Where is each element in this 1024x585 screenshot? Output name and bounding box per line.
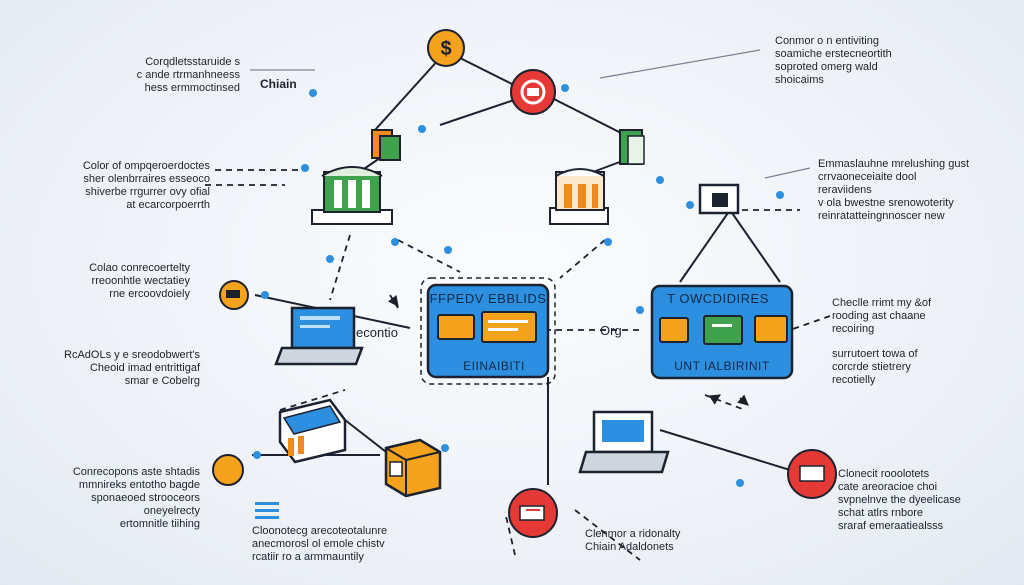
label-bottom-center: Cloonotecg arecoteotalunre anecmorosl ol… bbox=[252, 525, 388, 563]
laptop-left-icon bbox=[274, 306, 364, 366]
box-left-subtitle: EIINAIBITI bbox=[463, 359, 525, 373]
red-gear-icon bbox=[510, 69, 556, 115]
svg-text:$: $ bbox=[440, 38, 451, 60]
label-left-1: Color of ompqeroerdoctes sher olenbrrair… bbox=[82, 160, 210, 211]
label-left-3: RcAdOLs y e sreodobwert's Cheoid imad en… bbox=[64, 349, 200, 387]
label-top-right: Conmor o n entiviting soamiche erstecneo… bbox=[775, 35, 892, 86]
dollar-coin-icon: $ bbox=[427, 29, 465, 67]
arrows bbox=[387, 294, 749, 406]
monitor-icon bbox=[698, 183, 740, 215]
label-bottom-mid: Clenmor a ridonalty Chiain Adaldonets bbox=[585, 528, 681, 553]
laptop-right-icon bbox=[578, 410, 670, 474]
connector-dots bbox=[253, 84, 784, 487]
label-right-1: Emmaslauhne mrelushing gust crrvaoneceia… bbox=[818, 158, 970, 222]
red-card-icon bbox=[787, 449, 837, 499]
label-top-left: Corqdletsstaruide s c ande rtrmanhneess … bbox=[136, 56, 240, 94]
label-left-2: Colao conrecoertelty rreoonhtle wectatie… bbox=[89, 262, 190, 300]
orange-coin-icon bbox=[212, 454, 244, 486]
box-right-subtitle: UNT IALBIRINIT bbox=[674, 359, 770, 373]
red-pen-icon bbox=[508, 488, 558, 538]
cube-package-icon bbox=[384, 438, 442, 498]
box-left: FFPEDV EBBLIDS EIINAIBITI bbox=[420, 277, 556, 385]
label-left-4: Conrecopons aste shtadis mmnireks entoth… bbox=[72, 466, 200, 530]
box-right-title: T OWCDIDIRES bbox=[667, 291, 769, 306]
bank-building-left-icon bbox=[311, 166, 393, 225]
label-right-2: Checlle rrimt my &of rooding ast chaane … bbox=[832, 297, 932, 335]
list-lines-icon bbox=[255, 502, 279, 519]
server-rack-icon bbox=[278, 398, 347, 464]
bank-building-right-icon bbox=[549, 168, 609, 225]
connectors bbox=[250, 49, 811, 485]
center-mid-caption: Org bbox=[600, 323, 622, 338]
chain-label: Chiain bbox=[260, 77, 297, 91]
label-right-3: surrutoert towa of corcrde stietrery rec… bbox=[832, 348, 918, 386]
label-right-4: Clonecit rooolotets cate areoracioe choi… bbox=[838, 468, 961, 532]
green-document-icon bbox=[371, 129, 645, 165]
box-right: T OWCDIDIRES UNT IALBIRINIT bbox=[650, 284, 794, 380]
center-left-caption: econtio bbox=[356, 325, 398, 340]
orange-badge-icon bbox=[219, 280, 249, 310]
box-left-title: FFPEDV EBBLIDS bbox=[430, 291, 547, 306]
